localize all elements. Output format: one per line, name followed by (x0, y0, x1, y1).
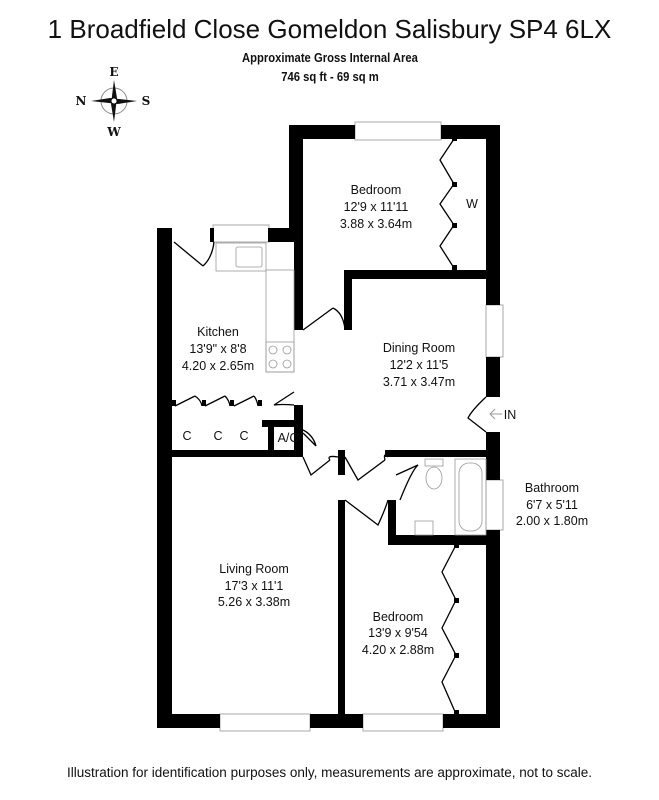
bathroom-name: Bathroom (525, 481, 579, 495)
basin-icon (414, 520, 434, 536)
windows (212, 121, 504, 732)
entrance-label: IN (504, 408, 517, 422)
bedroom1-name: Bedroom (351, 183, 402, 197)
wardrobe-label: W (466, 197, 478, 211)
wardrobe-doors (439, 138, 457, 715)
bedroom2-imperial: 13'9 x 9'54 (368, 626, 428, 640)
airing-cupboard-label: A/C (278, 431, 299, 445)
dining-metric: 3.71 x 3.47m (383, 375, 455, 389)
compass-icon: E N S W (76, 65, 151, 139)
cupboard-label: C (239, 429, 248, 443)
sink-icon (215, 242, 267, 272)
entrance-arrow-icon (489, 408, 502, 420)
fixtures (215, 242, 487, 536)
hob-icon (265, 341, 295, 373)
compass-south: S (142, 94, 151, 108)
toilet-icon (425, 466, 443, 490)
cupboard-label: C (182, 429, 191, 443)
bathroom-metric: 2.00 x 1.80m (516, 514, 588, 528)
bathroom-imperial: 6'7 x 5'11 (526, 498, 578, 512)
kitchen-name: Kitchen (197, 325, 239, 339)
bedroom1-metric: 3.88 x 3.64m (340, 217, 412, 231)
area-label: Approximate Gross Internal Area (242, 51, 418, 65)
compass-north: N (76, 94, 87, 108)
kitchen-imperial: 13'9" x 8'8 (189, 342, 246, 356)
compass-west: W (106, 125, 121, 139)
doors (173, 241, 487, 527)
living-imperial: 17'3 x 11'1 (225, 579, 284, 593)
bath-icon (454, 458, 487, 536)
dining-name: Dining Room (383, 341, 455, 355)
kitchen-metric: 4.20 x 2.65m (182, 359, 254, 373)
area-value: 746 sq ft - 69 sq m (281, 70, 379, 84)
bedroom2-name: Bedroom (373, 610, 424, 624)
bedroom2-metric: 4.20 x 2.88m (362, 643, 434, 657)
disclaimer: Illustration for identification purposes… (66, 765, 593, 780)
property-title: 1 Broadfield Close Gomeldon Salisbury SP… (47, 14, 612, 44)
cupboard-label: C (213, 429, 222, 443)
dining-imperial: 12'2 x 11'5 (390, 358, 449, 372)
bedroom1-imperial: 12'9 x 11'11 (344, 200, 409, 214)
walls (157, 125, 500, 728)
living-metric: 5.26 x 3.38m (218, 595, 290, 609)
compass-east: E (109, 65, 118, 79)
living-name: Living Room (219, 562, 288, 576)
